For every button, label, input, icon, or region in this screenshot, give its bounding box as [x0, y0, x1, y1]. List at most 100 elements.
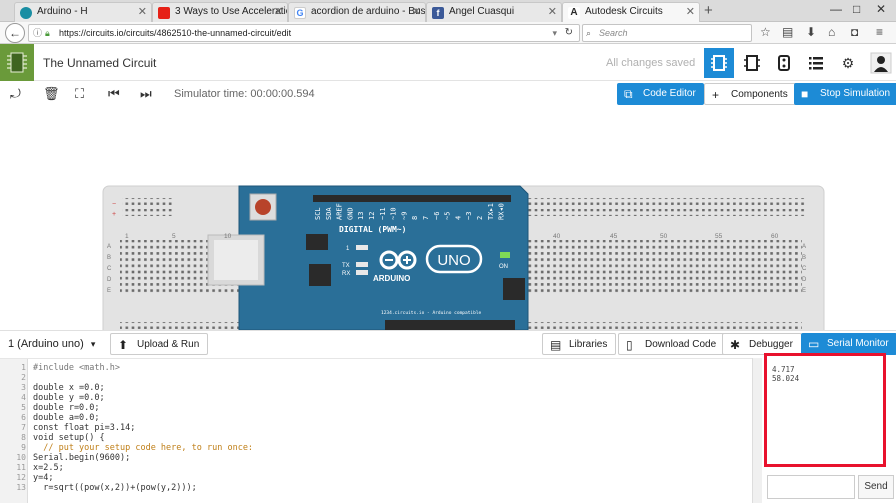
download-code-button[interactable]: ▯ Download Code	[618, 333, 726, 355]
minimize-icon[interactable]: —	[830, 2, 842, 16]
tab-arduino[interactable]: Arduino - H ✕	[14, 2, 152, 22]
power-rail-hole	[527, 322, 802, 329]
column-number: 5	[172, 233, 176, 240]
serial-send-input[interactable]	[767, 475, 855, 499]
bookmark-star-icon[interactable]: ☆	[760, 25, 771, 39]
window-close-icon[interactable]: ✕	[876, 2, 887, 16]
upload-run-button[interactable]: ⬆ Upload & Run	[110, 333, 209, 355]
pin-label: 13	[357, 212, 365, 220]
clipboard-icon[interactable]: ▤	[782, 25, 794, 39]
code-editor-label: Code Editor	[643, 88, 696, 99]
close-icon[interactable]: ✕	[547, 6, 557, 18]
serial-monitor-button[interactable]: ▭ Serial Monitor	[801, 333, 896, 355]
serial-output-line: 58.024	[772, 374, 800, 383]
back-arrow-icon[interactable]: ←	[5, 23, 25, 43]
close-icon[interactable]: ✕	[411, 6, 421, 18]
row-letter: C	[802, 266, 807, 272]
circuit-canvas[interactable]: − +	[0, 108, 896, 330]
browser-navigation-bar: ← ⓘ 🔒︎ https://circuits.io/circuits/4862…	[0, 22, 896, 44]
close-icon[interactable]: ✕	[137, 6, 147, 18]
fit-view-icon[interactable]: ⛶	[75, 86, 85, 101]
new-tab-icon[interactable]: +	[704, 2, 713, 19]
column-number: 50	[660, 233, 668, 240]
step-forward-icon[interactable]: ⏭︎	[140, 86, 152, 101]
reload-icon[interactable]: ↻	[564, 27, 573, 38]
close-icon[interactable]: ✕	[685, 6, 695, 18]
breadboard-view-button[interactable]	[704, 48, 734, 78]
tab-youtube[interactable]: 3 Ways to Use Acceleration... ✕	[152, 2, 288, 22]
device-select[interactable]: 1 (Arduino uno) ▾	[8, 338, 95, 350]
device-select-value: 1 (Arduino uno)	[8, 338, 84, 350]
line-number-gutter	[0, 359, 28, 503]
code-editor-button[interactable]: ⧉ Code Editor	[617, 83, 704, 105]
stop-simulation-label: Stop Simulation	[820, 88, 891, 99]
reset-button[interactable]	[255, 199, 271, 215]
arduino-favicon-icon	[20, 7, 32, 19]
circuit-title[interactable]: The Unnamed Circuit	[43, 56, 157, 70]
row-letter: A	[802, 244, 806, 250]
row-letter: E	[107, 288, 111, 294]
info-icon[interactable]: ⓘ	[33, 28, 43, 38]
send-button[interactable]: Send	[858, 475, 894, 499]
pin-label: ~11	[379, 207, 387, 220]
stop-icon: ■	[801, 87, 809, 101]
trash-icon[interactable]: 🗑︎	[43, 86, 60, 101]
menu-icon[interactable]: ≡	[876, 25, 884, 39]
maximize-icon[interactable]: □	[853, 2, 861, 16]
arduino-uno-board[interactable]	[207, 185, 529, 330]
pin-label: GND	[346, 207, 354, 220]
components-button[interactable]: + Components	[704, 83, 797, 105]
dropdown-icon[interactable]: ▾	[552, 28, 557, 38]
pcb-view-button[interactable]	[769, 48, 799, 78]
column-number: 55	[715, 233, 723, 240]
pocket-icon[interactable]: ◘	[851, 25, 859, 39]
code-line: #include <math.h>	[33, 363, 120, 373]
tab-facebook[interactable]: f Angel Cuasqui ✕	[426, 2, 562, 22]
microcontroller-chip	[309, 264, 331, 286]
column-number: 10	[224, 233, 232, 240]
pin-label: 2	[476, 216, 484, 220]
debugger-button[interactable]: ✱ Debugger	[722, 333, 802, 355]
serial-monitor-label: Serial Monitor	[827, 338, 889, 349]
tab-autodesk-circuits[interactable]: A Autodesk Circuits ✕	[562, 2, 700, 23]
home-icon[interactable]: ⌂	[828, 25, 836, 39]
list-view-button[interactable]	[801, 48, 831, 78]
row-letter: D	[802, 277, 807, 283]
chevron-down-icon: ▾	[90, 339, 96, 349]
pin-label: 7	[422, 216, 430, 220]
code-editor[interactable]: #include <math.h>double x =0.0;double y …	[0, 358, 752, 503]
code-line: y=4;	[33, 473, 54, 483]
simulator-time: Simulator time: 00:00:00.594	[174, 88, 315, 100]
url-text: https://circuits.io/circuits/4862510-the…	[59, 28, 292, 38]
circuits-logo-icon[interactable]	[0, 44, 34, 81]
close-icon[interactable]: ✕	[273, 6, 283, 18]
address-bar[interactable]: ⓘ 🔒︎ https://circuits.io/circuits/486251…	[28, 24, 580, 42]
libraries-button[interactable]: ▤ Libraries	[542, 333, 617, 355]
terminal-strip	[527, 240, 802, 295]
components-label: Components	[731, 89, 788, 100]
rotate-icon[interactable]: ⤾	[10, 86, 21, 101]
search-input[interactable]: ⌕ Search	[582, 24, 752, 42]
tab-google[interactable]: G acordion de arduino - Busc... ✕	[288, 2, 426, 22]
settings-button[interactable]: ⚙	[833, 48, 863, 78]
tab-label: Arduino - H	[37, 6, 88, 17]
upload-arrow-icon: ⬆	[118, 338, 129, 352]
browser-tab-bar: Arduino - H ✕ 3 Ways to Use Acceleration…	[0, 0, 896, 23]
line-number: 8	[21, 433, 26, 442]
code-line: double r=0.0;	[33, 403, 100, 413]
step-back-icon[interactable]: ⏮︎	[108, 86, 120, 101]
stop-simulation-button[interactable]: ■ Stop Simulation	[794, 83, 896, 105]
code-line: // put your setup code here, to run once…	[33, 443, 254, 453]
led-l	[356, 245, 368, 250]
user-profile-button[interactable]	[866, 48, 896, 78]
download-icon[interactable]: ⬇	[806, 25, 817, 39]
power-rail-hole	[527, 198, 807, 205]
line-number: 5	[21, 403, 26, 412]
line-number: 13	[16, 483, 26, 492]
file-icon: ▯	[626, 338, 633, 352]
schematic-view-button[interactable]	[737, 48, 767, 78]
pin-label: TX▸1	[487, 203, 495, 220]
power-rail-hole	[120, 322, 250, 329]
code-scrollbar[interactable]	[752, 358, 762, 503]
